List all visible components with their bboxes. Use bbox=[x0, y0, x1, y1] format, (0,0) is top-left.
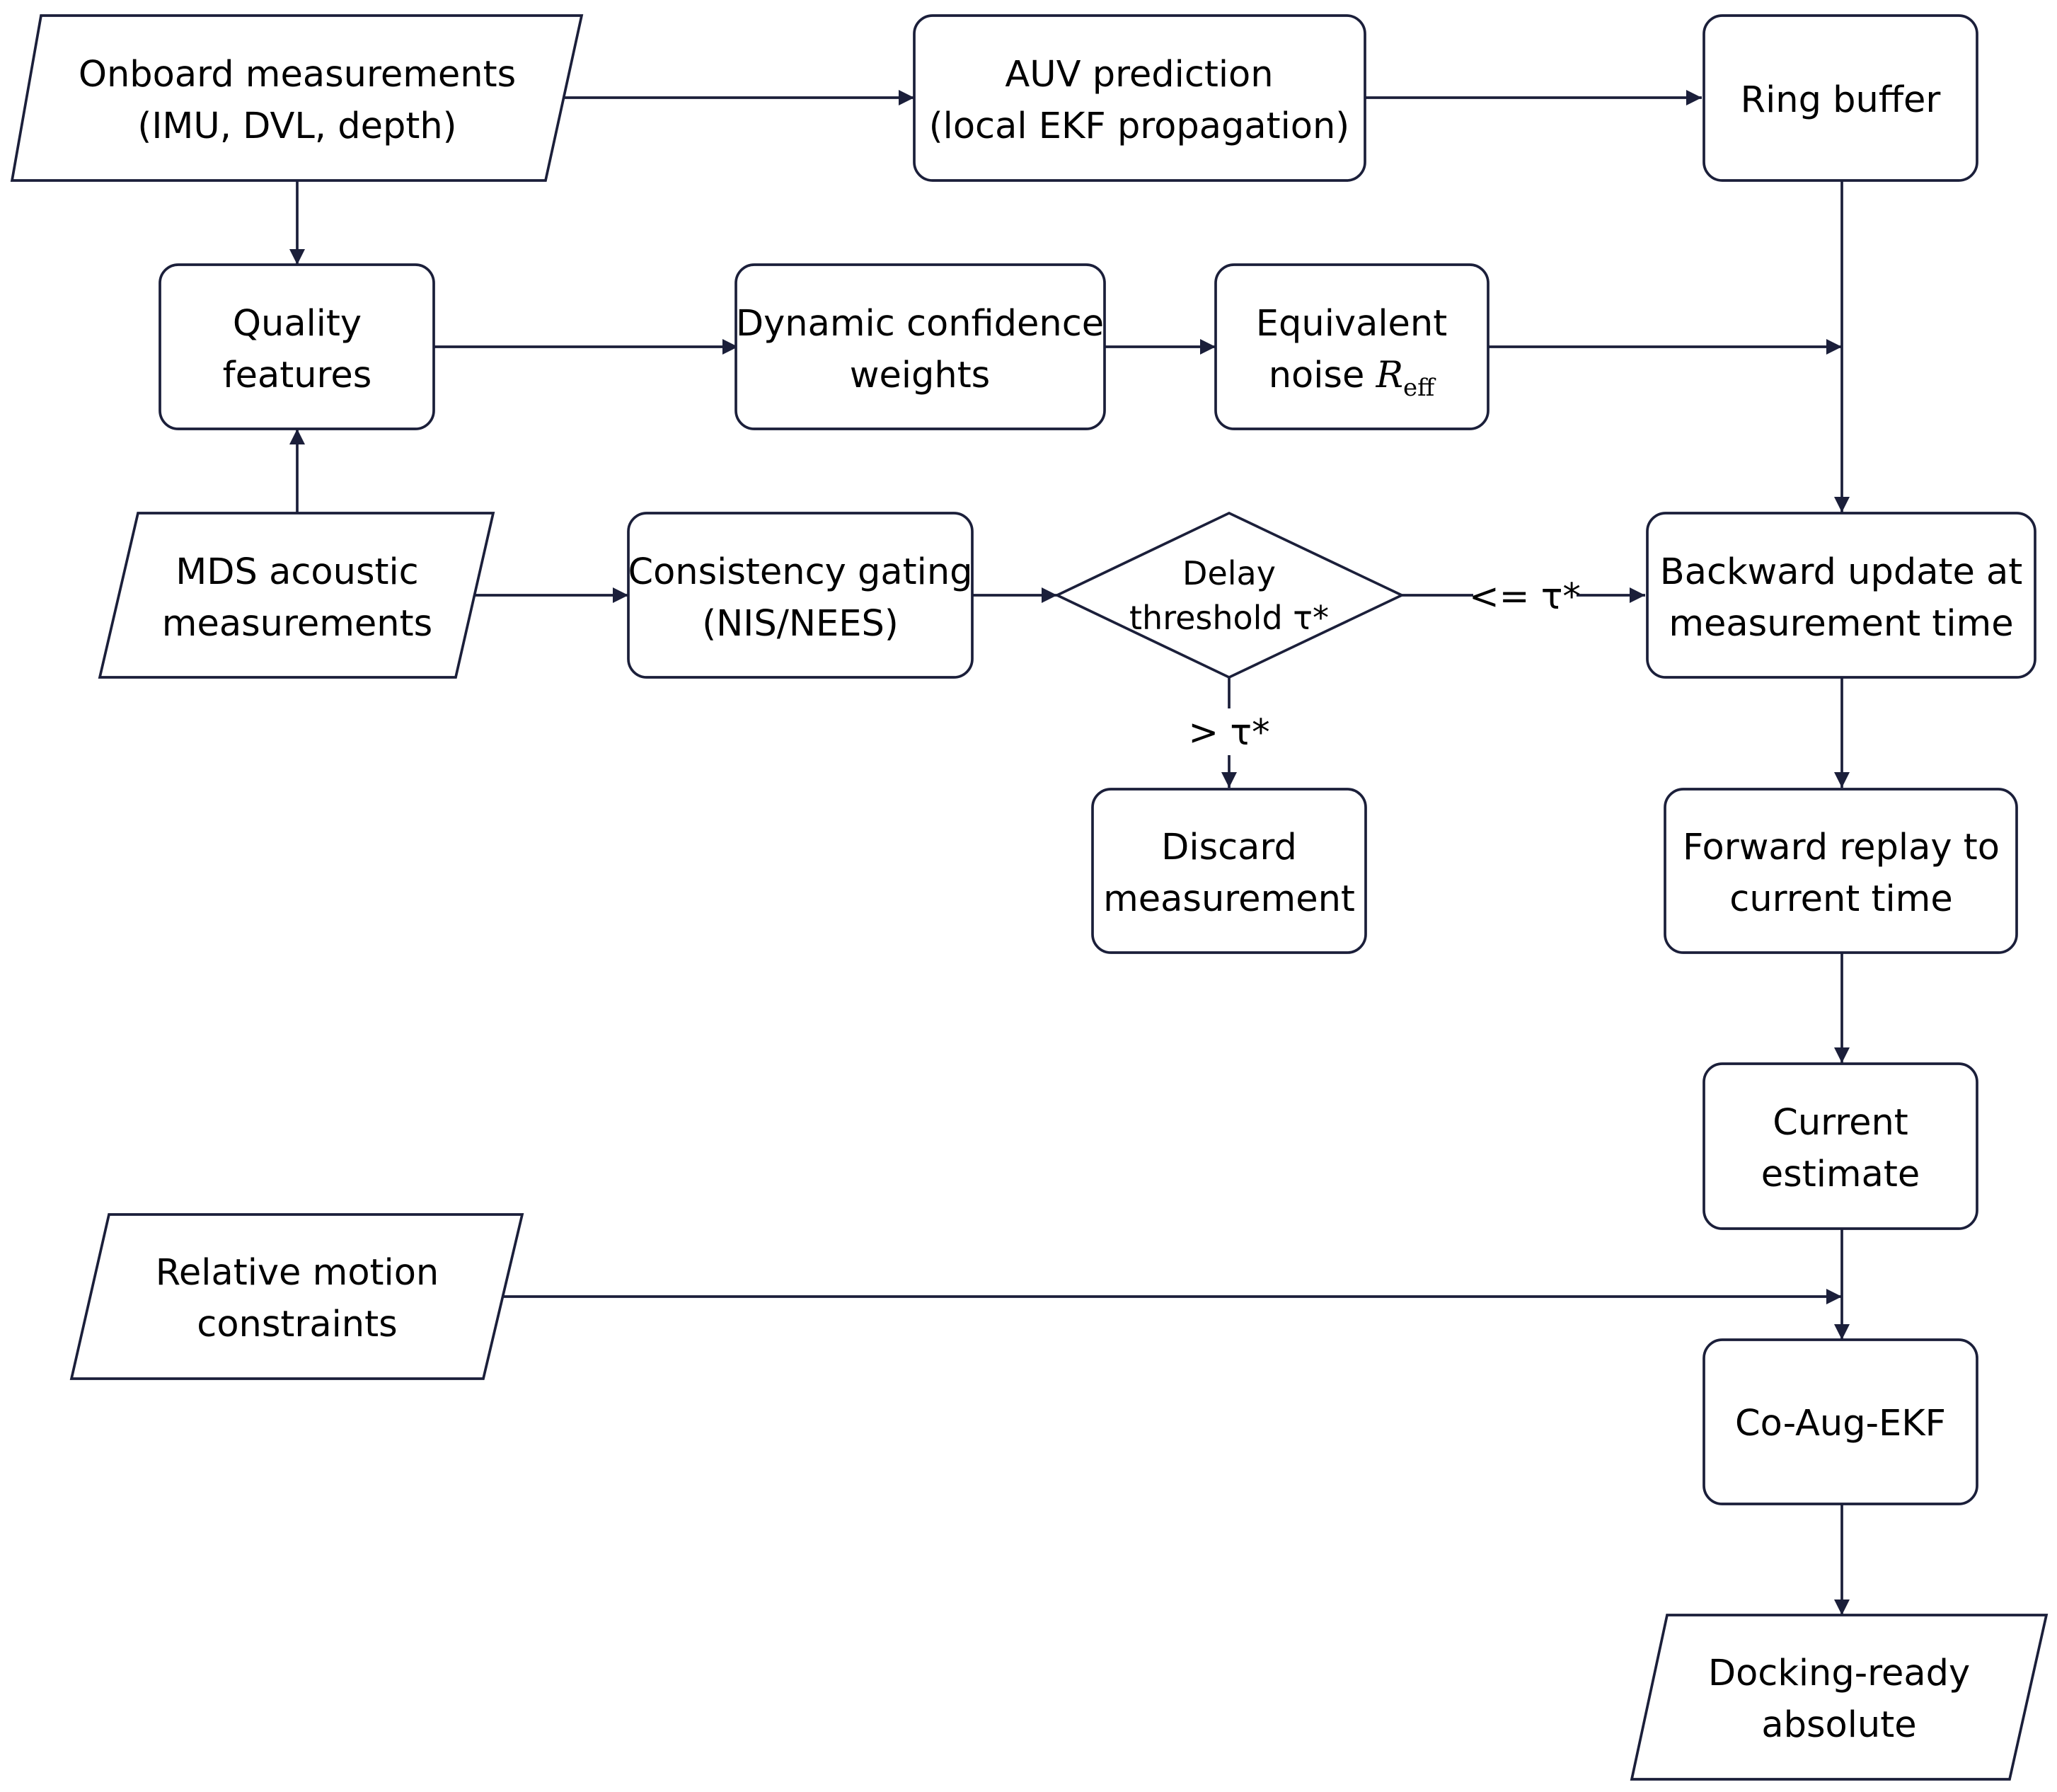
relative-motion-line1: Relative motion bbox=[156, 1252, 439, 1294]
discard-line2: measurement bbox=[1103, 878, 1355, 920]
node-current-estimate: Current estimate bbox=[1702, 1062, 1978, 1230]
delay-threshold-line2: threshold τ* bbox=[1129, 599, 1329, 637]
equivalent-noise-line2: noise Reff bbox=[1269, 355, 1436, 402]
node-auv-prediction: AUV prediction (local EKF propagation) bbox=[913, 14, 1366, 182]
docking-ready-line2: absolute bbox=[1761, 1704, 1916, 1746]
quality-features-line2: features bbox=[223, 355, 372, 396]
node-consistency-gating: Consistency gating (NIS/NEES) bbox=[627, 512, 974, 679]
ring-buffer-label: Ring buffer bbox=[1741, 79, 1941, 121]
node-onboard-measurements: Onboard measurements (IMU, DVL, depth) bbox=[10, 14, 584, 182]
consistency-gating-line1: Consistency gating bbox=[628, 551, 972, 593]
node-dynamic-confidence-weights: Dynamic confidence weights bbox=[734, 263, 1106, 430]
node-delay-threshold: Delay threshold τ* bbox=[1054, 511, 1405, 679]
node-mds-acoustic-measurements: MDS acoustic measurements bbox=[98, 512, 495, 679]
node-co-aug-ekf: Co-Aug-EKF bbox=[1702, 1338, 1978, 1505]
node-ring-buffer: Ring buffer bbox=[1702, 14, 1978, 182]
equivalent-noise-subscript: eff bbox=[1403, 374, 1436, 402]
consistency-gating-line2: (NIS/NEES) bbox=[702, 603, 899, 645]
forward-replay-line1: Forward replay to bbox=[1683, 827, 2000, 868]
current-estimate-line2: estimate bbox=[1761, 1154, 1920, 1195]
onboard-line2: (IMU, DVL, depth) bbox=[137, 105, 456, 147]
equivalent-noise-line1: Equivalent bbox=[1256, 303, 1447, 345]
dynamic-weights-line1: Dynamic confidence bbox=[736, 303, 1104, 345]
node-docking-ready-absolute: Docking-ready absolute bbox=[1630, 1614, 2049, 1781]
mds-acoustic-line2: measurements bbox=[162, 603, 432, 645]
current-estimate-line1: Current bbox=[1773, 1102, 1908, 1144]
equivalent-noise-symbol: R bbox=[1376, 355, 1403, 396]
node-backward-update: Backward update at measurement time bbox=[1646, 512, 2036, 679]
auv-prediction-line2: (local EKF propagation) bbox=[929, 105, 1349, 147]
mds-acoustic-line1: MDS acoustic bbox=[175, 551, 418, 593]
equivalent-noise-word: noise bbox=[1269, 355, 1376, 396]
docking-ready-line1: Docking-ready bbox=[1708, 1653, 1970, 1694]
edges bbox=[289, 89, 1850, 1615]
co-aug-ekf-label: Co-Aug-EKF bbox=[1735, 1403, 1946, 1444]
backward-update-line1: Backward update at bbox=[1660, 551, 2023, 593]
node-equivalent-noise: Equivalent noise Reff bbox=[1214, 263, 1490, 430]
node-discard-measurement: Discard measurement bbox=[1091, 788, 1367, 954]
delay-threshold-line1: Delay bbox=[1182, 554, 1276, 592]
forward-replay-line2: current time bbox=[1729, 878, 1952, 920]
discard-line1: Discard bbox=[1161, 827, 1297, 868]
relative-motion-line2: constraints bbox=[197, 1304, 397, 1345]
backward-update-line2: measurement time bbox=[1669, 603, 2013, 645]
edge-label-reject: > τ* bbox=[1188, 712, 1269, 754]
auv-prediction-line1: AUV prediction bbox=[1005, 54, 1273, 96]
node-relative-motion-constraints: Relative motion constraints bbox=[69, 1213, 524, 1380]
node-forward-replay: Forward replay to current time bbox=[1664, 788, 2018, 954]
edge-label-accept: <= τ* bbox=[1469, 576, 1581, 618]
quality-features-line1: Quality bbox=[233, 303, 362, 345]
onboard-line1: Onboard measurements bbox=[79, 54, 516, 96]
dynamic-weights-line2: weights bbox=[850, 355, 991, 396]
node-quality-features: Quality features bbox=[159, 263, 435, 430]
